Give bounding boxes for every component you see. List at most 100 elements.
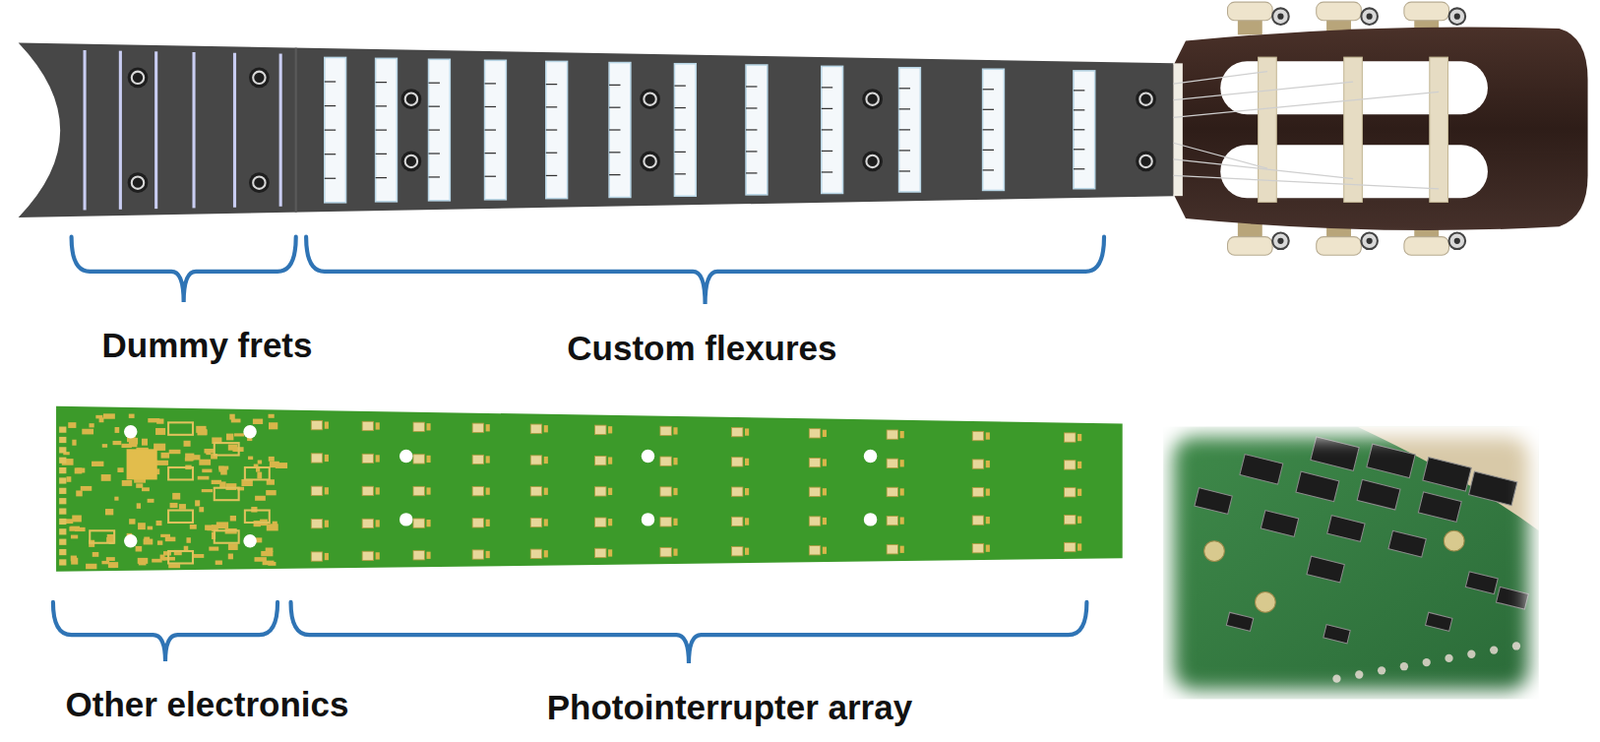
bracket bbox=[291, 602, 1088, 664]
ic-chip bbox=[1469, 471, 1518, 505]
photointerrupter bbox=[310, 453, 322, 463]
photointerrupter bbox=[310, 552, 322, 561]
photointerrupter bbox=[972, 515, 984, 525]
string-roller bbox=[1344, 57, 1363, 202]
ic-chip bbox=[1356, 479, 1401, 510]
photointerrupter bbox=[1064, 488, 1076, 497]
mounting-hole bbox=[399, 449, 413, 463]
headstock bbox=[1173, 27, 1589, 231]
photointerrupter bbox=[530, 517, 542, 527]
ic-chip bbox=[1417, 492, 1462, 523]
photointerrupter bbox=[362, 421, 373, 431]
photointerrupter bbox=[472, 518, 484, 528]
part-label: Other electronics bbox=[65, 684, 350, 724]
fret-marker bbox=[401, 88, 423, 110]
dummy-fret bbox=[83, 50, 87, 210]
photointerrupter bbox=[660, 426, 672, 435]
photointerrupter bbox=[660, 517, 672, 527]
photointerrupter bbox=[362, 486, 373, 495]
bracket bbox=[71, 237, 297, 303]
flexure bbox=[674, 63, 696, 197]
guitar-string bbox=[1173, 81, 1354, 101]
photointerrupter bbox=[472, 550, 484, 559]
fret-marker bbox=[248, 66, 270, 88]
flexure bbox=[324, 57, 347, 202]
ic-chip bbox=[1425, 612, 1453, 631]
photointerrupter bbox=[595, 517, 607, 527]
photointerrupter bbox=[530, 424, 542, 433]
photointerrupter bbox=[362, 551, 373, 560]
photointerrupter bbox=[660, 456, 672, 466]
photointerrupter bbox=[808, 516, 820, 526]
guitar-string bbox=[1173, 175, 1440, 188]
dummy-fret bbox=[279, 54, 283, 207]
photointerrupter bbox=[413, 551, 425, 560]
photointerrupter bbox=[530, 487, 542, 496]
ic-chip bbox=[1260, 510, 1298, 538]
part-label: Custom flexures bbox=[566, 328, 837, 368]
pcb-components bbox=[59, 413, 288, 569]
fretboard-joint bbox=[295, 48, 298, 213]
photointerrupter bbox=[660, 547, 672, 556]
photointerrupter bbox=[660, 487, 672, 496]
ic-chip bbox=[1194, 488, 1232, 515]
photointerrupter bbox=[310, 519, 322, 529]
dummy-fret bbox=[191, 52, 195, 208]
photointerrupter bbox=[472, 486, 484, 495]
flexure bbox=[1073, 70, 1096, 189]
photointerrupter bbox=[595, 487, 607, 496]
mounting-hole bbox=[863, 449, 877, 463]
dummy-fret bbox=[154, 51, 158, 209]
photointerrupter bbox=[530, 549, 542, 558]
photointerrupter bbox=[732, 427, 743, 436]
fret-marker bbox=[401, 151, 423, 173]
fretboard bbox=[18, 43, 1174, 218]
photointerrupter bbox=[808, 429, 820, 438]
photointerrupter bbox=[472, 423, 484, 432]
flexure bbox=[983, 68, 1005, 190]
photointerrupter bbox=[530, 455, 542, 465]
mounting-hole bbox=[641, 449, 655, 463]
tuner-peg bbox=[1227, 222, 1289, 255]
photointerrupter bbox=[310, 486, 322, 495]
flexure bbox=[609, 62, 631, 198]
fret-marker bbox=[1135, 88, 1157, 110]
fret-marker bbox=[127, 66, 149, 88]
ic-chip bbox=[1295, 471, 1340, 502]
photointerrupter bbox=[472, 454, 484, 464]
photointerrupter bbox=[1064, 514, 1076, 524]
flexure bbox=[375, 58, 398, 202]
mounting-hole bbox=[243, 534, 256, 548]
guitar-string bbox=[1173, 71, 1268, 84]
flexure bbox=[429, 59, 451, 201]
dummy-fret bbox=[233, 53, 237, 208]
flexure bbox=[745, 64, 768, 195]
guitar-string bbox=[1173, 91, 1440, 118]
photointerrupter bbox=[808, 487, 820, 496]
mounting-hole bbox=[863, 512, 877, 526]
bracket bbox=[306, 237, 1105, 305]
photointerrupter bbox=[972, 459, 984, 469]
photointerrupter bbox=[413, 454, 425, 464]
photointerrupter bbox=[886, 458, 898, 468]
part-label: Dummy frets bbox=[102, 325, 313, 365]
string-roller bbox=[1429, 57, 1449, 202]
mounting-hole bbox=[399, 512, 413, 526]
photointerrupter bbox=[310, 420, 322, 430]
ic-chip bbox=[1310, 436, 1359, 471]
ic-chip bbox=[1366, 443, 1416, 478]
photointerrupter bbox=[595, 548, 607, 557]
photointerrupter bbox=[972, 430, 984, 440]
photointerrupter bbox=[732, 487, 743, 496]
ic-chip bbox=[1422, 457, 1472, 492]
photointerrupter bbox=[1064, 432, 1076, 442]
pcb-photo bbox=[1163, 427, 1539, 700]
fret-marker bbox=[1135, 151, 1157, 173]
tuner-peg bbox=[1227, 1, 1289, 35]
ic-chip bbox=[1239, 454, 1284, 486]
flexure bbox=[899, 67, 922, 192]
ic-chip bbox=[1495, 586, 1529, 610]
photointerrupter bbox=[972, 487, 984, 496]
fret-marker bbox=[861, 151, 883, 173]
